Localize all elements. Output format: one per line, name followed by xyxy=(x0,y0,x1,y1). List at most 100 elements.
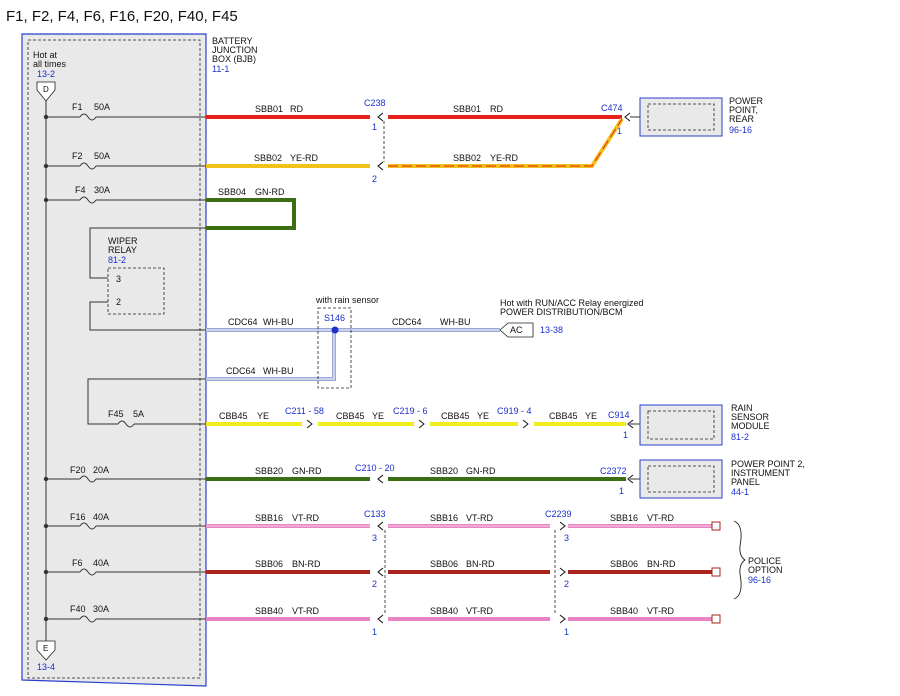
connector-c914[interactable]: C914 xyxy=(608,410,630,420)
wire-cdc64-a-color: WH-BU xyxy=(263,317,294,327)
connector-c2239[interactable]: C2239 xyxy=(545,509,572,519)
police-label-1: POLICE xyxy=(748,556,781,566)
fuse-f16-amps: 40A xyxy=(93,512,109,522)
hot-label-1: Hot at xyxy=(33,50,58,60)
wire-sbb16-c-color: VT-RD xyxy=(647,513,675,523)
bus-bottom-ref[interactable]: 13-4 xyxy=(37,662,55,672)
wire-sbb06-c-circuit: SBB06 xyxy=(610,559,638,569)
wire-sbb40-a-color: VT-RD xyxy=(292,606,320,616)
connector-c2372[interactable]: C2372 xyxy=(600,466,627,476)
wire-sbb20-b-circuit: SBB20 xyxy=(430,466,458,476)
police-brace xyxy=(733,520,746,600)
splice-dot xyxy=(331,326,339,334)
power-point-rear-label-3: REAR xyxy=(729,114,755,124)
wire-end-terminal xyxy=(711,521,721,531)
connector-c211[interactable]: C211 - 58 xyxy=(285,406,324,416)
connector-c919-icon xyxy=(522,419,529,429)
connector-c238[interactable]: C238 xyxy=(364,98,386,108)
fuse-icon xyxy=(79,522,97,530)
wire-cbb45-b-circuit: CBB45 xyxy=(336,411,365,421)
fuse-f40-name: F40 xyxy=(70,604,86,614)
run-acc-ref[interactable]: 13-38 xyxy=(540,325,563,335)
wire-sbb40-c-color: VT-RD xyxy=(647,606,675,616)
wiper-relay-box xyxy=(107,267,165,315)
fuse-f6-name: F6 xyxy=(72,558,83,568)
connector-c133[interactable]: C133 xyxy=(364,509,386,519)
wire-end-terminal xyxy=(711,567,721,577)
wiper-relay-feed xyxy=(89,227,206,279)
component-power-point-rear: POWER POINT, REAR 96-16 xyxy=(639,96,764,137)
pin-c2239-3: 3 xyxy=(564,533,569,543)
bus-flag-top-label: D xyxy=(43,85,49,94)
splice-box xyxy=(317,307,352,389)
run-acc-label-2: POWER DISTRIBUTION/BCM xyxy=(500,307,623,317)
wire-sbb20-a-circuit: SBB20 xyxy=(255,466,283,476)
bjb-label-1: BATTERY xyxy=(212,36,253,46)
police-ref[interactable]: 96-16 xyxy=(748,575,771,585)
power-point-2-ref[interactable]: 44-1 xyxy=(731,487,749,497)
page-title: F1, F2, F4, F6, F16, F20, F40, F45 xyxy=(6,8,238,25)
wire-cbb45-a-color: YE xyxy=(257,411,269,421)
pin-c133-2: 2 xyxy=(372,579,377,589)
fuse-f1-amps: 50A xyxy=(94,102,110,112)
wire-sbb16-b-circuit: SBB16 xyxy=(430,513,458,523)
wire-cbb45-d-circuit: CBB45 xyxy=(549,411,578,421)
wire-sbb40-a-circuit: SBB40 xyxy=(255,606,283,616)
wire-sbb16-b-color: VT-RD xyxy=(466,513,494,523)
connector-c238-icon xyxy=(377,112,384,122)
run-acc-flag xyxy=(499,322,534,338)
component-power-point-2: POWER POINT 2, INSTRUMENT PANEL 44-1 xyxy=(639,459,805,499)
wire-cdc64-c-color: WH-BU xyxy=(263,366,294,376)
wire-cbb45-b-color: YE xyxy=(372,411,384,421)
connector-c474[interactable]: C474 xyxy=(601,103,623,113)
bus-flag-bottom-label: E xyxy=(43,644,48,653)
wire-sbb01-b-color: RD xyxy=(490,104,503,114)
circuit-f2: F2 50A SBB02 YE-RD SBB02 YE-RD 2 xyxy=(43,117,624,184)
power-point-2-label-1: POWER POINT 2, xyxy=(731,459,805,469)
rain-sensor-label-2: SENSOR xyxy=(731,412,770,422)
wire-sbb04-color: GN-RD xyxy=(255,187,285,197)
pin-c2239-2: 2 xyxy=(564,579,569,589)
wire-sbb06-c-color: BN-RD xyxy=(647,559,676,569)
wire-cdc64-b-color: WH-BU xyxy=(440,317,471,327)
fuse-f2-name: F2 xyxy=(72,151,83,161)
wire-sbb06-b-color: BN-RD xyxy=(466,559,495,569)
connector-c219-icon xyxy=(418,419,425,429)
wire-sbb40-b-color: VT-RD xyxy=(466,606,494,616)
wire-sbb01-b-circuit: SBB01 xyxy=(453,104,481,114)
splice-id[interactable]: S146 xyxy=(324,313,345,323)
rain-sensor-label-1: RAIN xyxy=(731,403,753,413)
fuse-icon xyxy=(117,420,135,428)
wiper-relay-ref[interactable]: 81-2 xyxy=(108,255,126,265)
power-point-rear-label-2: POINT, xyxy=(729,105,758,115)
bjb-outline xyxy=(21,33,207,687)
connector-c210[interactable]: C210 - 20 xyxy=(355,463,395,473)
rain-sensor-ref[interactable]: 81-2 xyxy=(731,432,749,442)
bjb-ref[interactable]: 11-1 xyxy=(212,64,229,74)
wire-sbb40-b-circuit: SBB40 xyxy=(430,606,458,616)
fuse-icon xyxy=(79,113,97,121)
connector-c133-icon xyxy=(377,614,384,624)
wire-sbb04 xyxy=(206,198,296,230)
wire-sbb01-a-circuit: SBB01 xyxy=(255,104,283,114)
wire-sbb04-circuit: SBB04 xyxy=(218,187,246,197)
connector-c219[interactable]: C219 - 6 xyxy=(393,406,428,416)
component-police-option: POLICE OPTION 96-16 xyxy=(733,520,783,600)
circuit-f20: F20 20A SBB20 GN-RD SBB20 GN-RD C210 - 2… xyxy=(43,463,648,496)
hot-ref[interactable]: 13-2 xyxy=(37,69,55,79)
connector-c133-icon xyxy=(377,521,384,531)
wire-sbb16-c-circuit: SBB16 xyxy=(610,513,638,523)
fuse-icon xyxy=(79,196,97,204)
wire-cbb45-a-circuit: CBB45 xyxy=(219,411,248,421)
fuse-f20-amps: 20A xyxy=(93,465,109,475)
power-point-rear-ref[interactable]: 96-16 xyxy=(729,125,752,135)
bjb-label-3: BOX (BJB) xyxy=(212,54,256,64)
wire-sbb20-b-color: GN-RD xyxy=(466,466,496,476)
pin-c133-1: 1 xyxy=(372,627,377,637)
wiper-relay-label-2: RELAY xyxy=(108,245,137,255)
connector-c211-icon xyxy=(306,419,313,429)
circuit-f4: F4 30A SBB04 GN-RD xyxy=(43,185,296,279)
fuse-f16-name: F16 xyxy=(70,512,86,522)
fuse-icon xyxy=(79,475,97,483)
connector-c919[interactable]: C919 - 4 xyxy=(497,406,532,416)
